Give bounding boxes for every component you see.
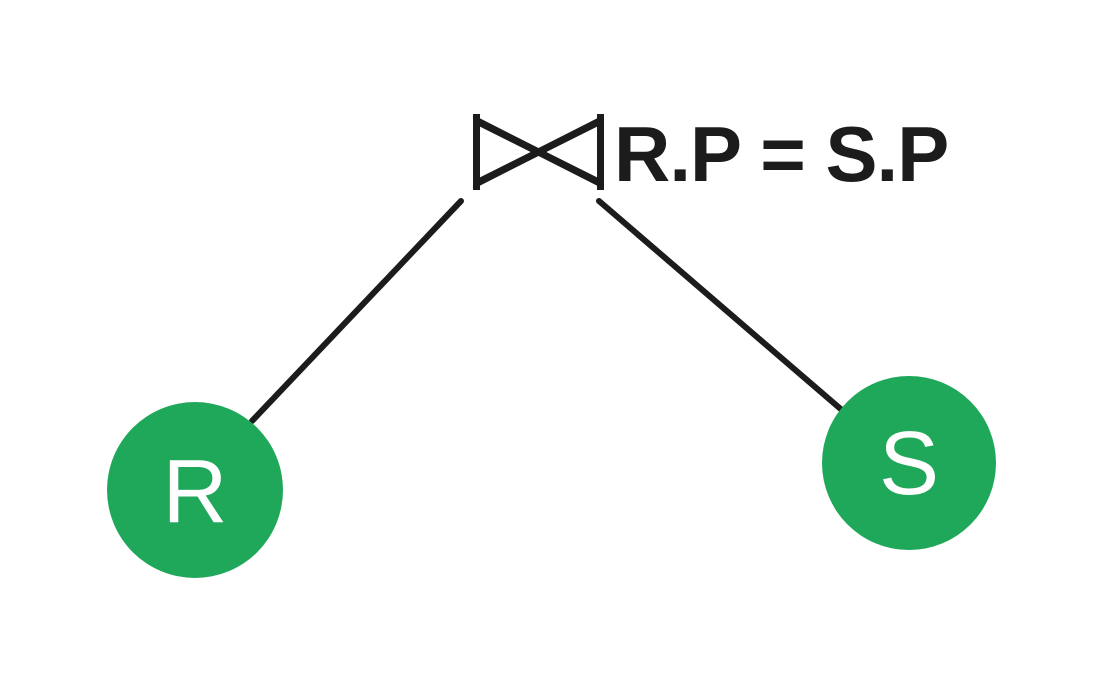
join-condition-label: R.P = S.P	[614, 110, 948, 198]
edge-join-to-R	[249, 198, 464, 424]
node-S-label: S	[879, 414, 939, 514]
node-S[interactable]: S	[822, 376, 996, 550]
node-R[interactable]: R	[107, 402, 283, 578]
natural-join-bowtie-icon[interactable]	[473, 114, 604, 190]
edge-join-to-S	[596, 198, 846, 414]
node-S-circle	[822, 376, 996, 550]
node-R-label: R	[163, 442, 228, 542]
node-R-circle	[107, 402, 283, 578]
bowtie-diagonal-up	[474, 117, 603, 187]
edge-group	[249, 198, 846, 424]
